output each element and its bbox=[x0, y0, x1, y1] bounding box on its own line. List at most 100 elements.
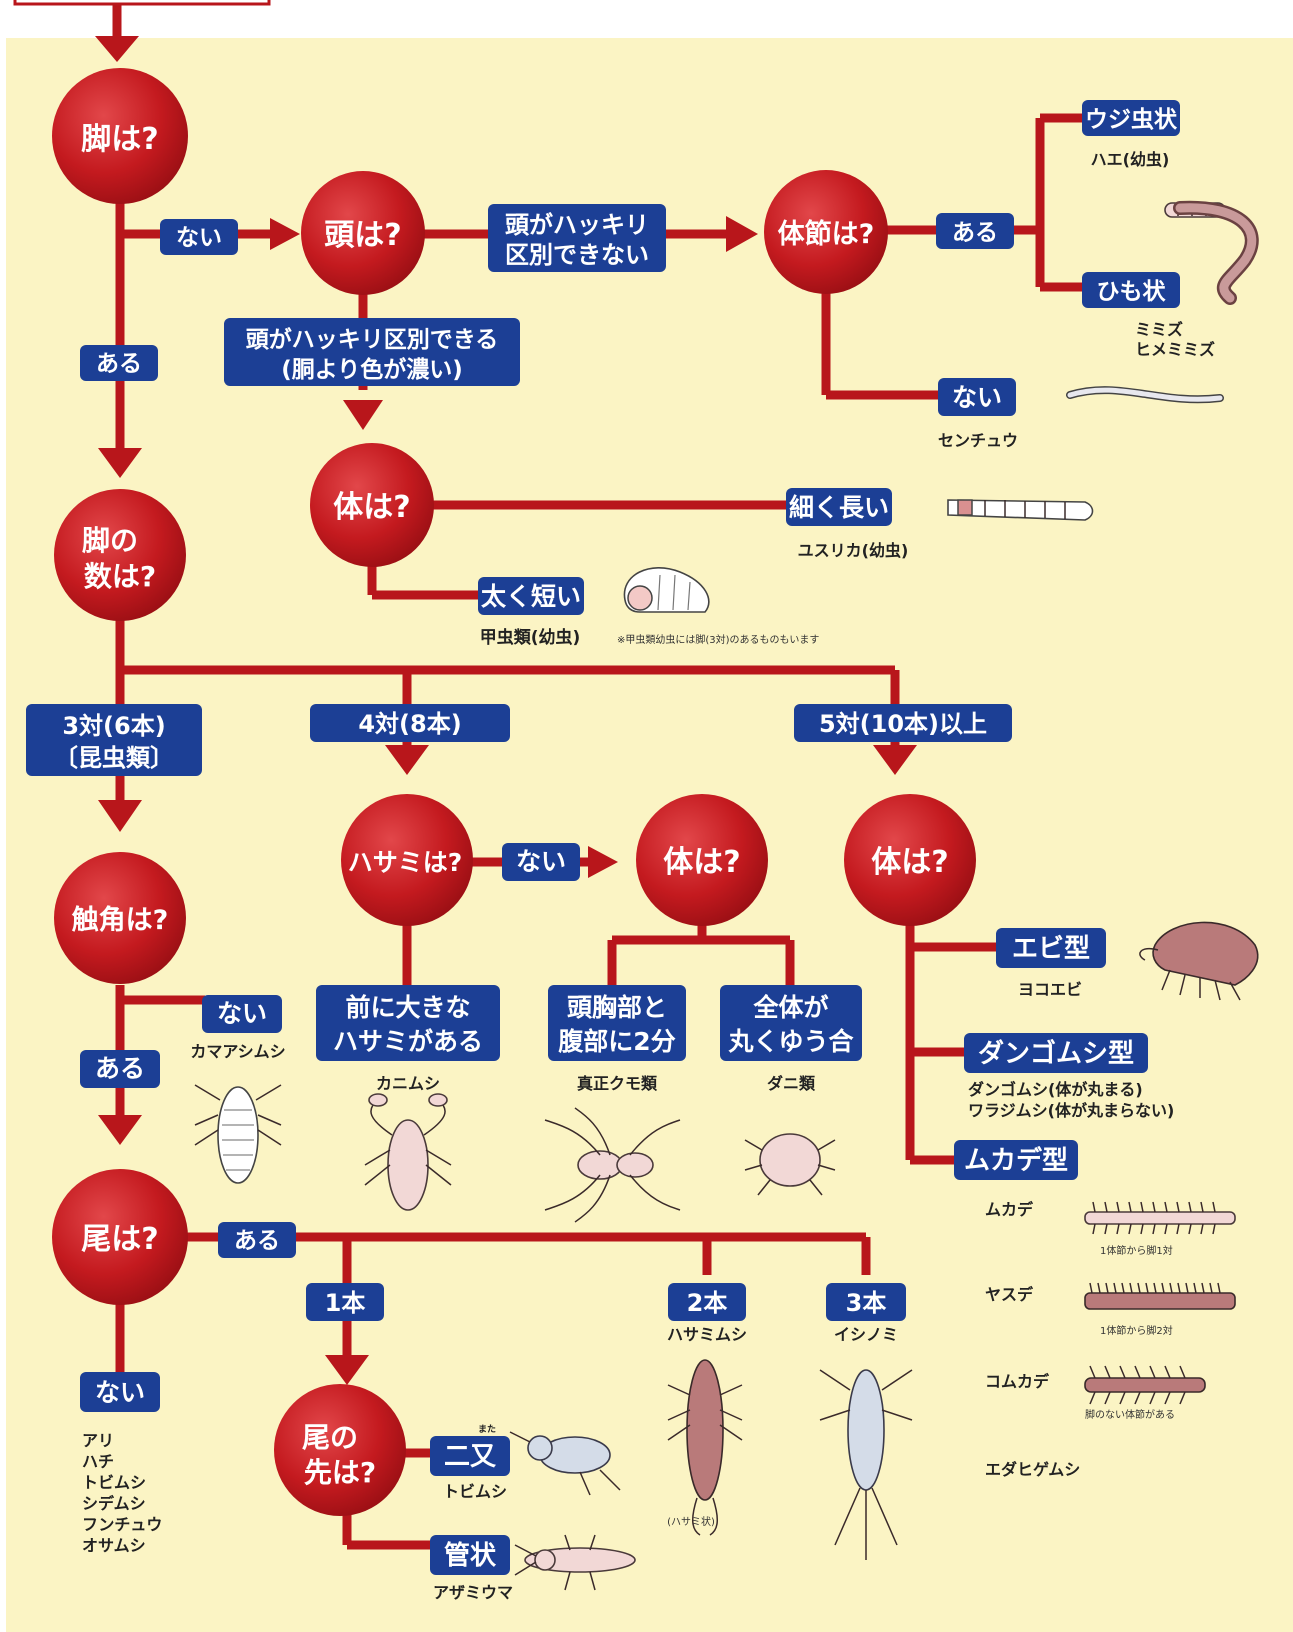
label-two-parts-text-1: 頭胸部と bbox=[567, 993, 667, 1022]
midge-larva-illustration bbox=[947, 499, 1094, 521]
label-legs-none-text: ない bbox=[176, 225, 222, 251]
symphylan-illustration bbox=[1084, 1365, 1206, 1405]
no-tail-item: フンチュウ bbox=[82, 1515, 162, 1534]
caption-pillbug-1: ダンゴムシ(体が丸まる) bbox=[968, 1080, 1143, 1099]
caption-mite: ダニ類 bbox=[767, 1074, 816, 1093]
illustrations bbox=[194, 200, 1259, 1591]
label-string-text: ひも状 bbox=[1097, 278, 1167, 305]
label-pillbug: ダンゴムシ型 bbox=[964, 1033, 1148, 1073]
node-body-b-text: 体は? bbox=[663, 845, 740, 880]
no-tail-item: アリ bbox=[82, 1431, 114, 1450]
label-legs-none: ない bbox=[160, 219, 238, 255]
label-pincer-none: ない bbox=[502, 843, 580, 881]
earwig-illustration bbox=[667, 1359, 743, 1536]
node-pincer: ハサミは? bbox=[341, 794, 473, 926]
bristletail-illustration bbox=[819, 1369, 913, 1560]
label-forked-text: 二又 bbox=[444, 1442, 497, 1472]
caption-pillbug-2: ワラジムシ(体が丸まらない) bbox=[968, 1101, 1174, 1120]
centipede-illustration bbox=[1084, 1201, 1236, 1235]
label-pairs3-text-2: 〔昆虫類〕 bbox=[54, 744, 174, 772]
caption-mukade-note: 1体節から脚1対 bbox=[1100, 1244, 1173, 1257]
label-tail1-text: 1本 bbox=[325, 1289, 366, 1317]
node-tail-text: 尾は? bbox=[81, 1222, 158, 1257]
earthworm-illustration bbox=[1173, 200, 1259, 305]
label-maggot-text: ウジ虫状 bbox=[1085, 106, 1178, 133]
node-tail: 尾は? bbox=[52, 1169, 188, 1305]
caption-beetle-note: ※甲虫類幼虫には脚(3対)のあるものもいます bbox=[617, 633, 819, 646]
label-seg-none: ない bbox=[938, 378, 1016, 416]
node-leg-count-text-2: 数は? bbox=[84, 560, 156, 593]
label-pincer-none-text: ない bbox=[516, 847, 566, 876]
caption-amphipod: ヨコエビ bbox=[1018, 980, 1082, 999]
label-seg-yes-text: ある bbox=[952, 220, 998, 246]
node-body-a: 体は? bbox=[310, 443, 434, 567]
label-pincer-yes-text-2: ハサミがある bbox=[333, 1027, 483, 1056]
beetle-larva-illustration bbox=[623, 567, 710, 613]
label-tail-yes-text: ある bbox=[234, 1228, 280, 1254]
caption-earthworm-2: ヒメミミズ bbox=[1135, 340, 1215, 359]
label-pairs5: 5対(10本)以上 bbox=[794, 704, 1012, 742]
caption-kanimusi: カニムシ bbox=[376, 1074, 440, 1093]
caption-mukade: ムカデ bbox=[985, 1200, 1034, 1219]
label-antenna-yes-text: ある bbox=[95, 1054, 145, 1083]
caption-earwig: ハサミムシ bbox=[667, 1325, 747, 1344]
label-tail-none-text: ない bbox=[95, 1378, 145, 1407]
label-head-unclear: 頭がハッキリ 区別できない bbox=[488, 204, 666, 272]
springtail-illustration bbox=[509, 1431, 621, 1496]
caption-earthworm-1: ミミズ bbox=[1135, 320, 1183, 339]
kanimusi-illustration bbox=[364, 1093, 452, 1211]
label-forked: 二又 また bbox=[430, 1424, 510, 1476]
no-tail-item: トビムシ bbox=[82, 1473, 146, 1492]
label-tail3: 3本 bbox=[826, 1283, 906, 1321]
arrow-heads bbox=[95, 36, 917, 1385]
label-head-unclear-text-2: 区別できない bbox=[505, 241, 649, 269]
label-tail3-text: 3本 bbox=[846, 1289, 887, 1317]
label-thick-short: 太く短い bbox=[478, 577, 584, 615]
label-thick-short-text: 太く短い bbox=[481, 582, 581, 611]
no-tail-list: アリ ハチ トビムシ シデムシ フンチュウ オサムシ bbox=[82, 1431, 162, 1555]
label-fused-text-2: 丸くゆう合 bbox=[727, 1027, 854, 1056]
label-boxes: ない ある 頭がハッキリ 区別できない 頭がハッキリ区別できる (胴より色が濃い… bbox=[26, 100, 1180, 1575]
label-two-parts: 頭胸部と 腹部に2分 bbox=[548, 985, 686, 1061]
label-maggot: ウジ虫状 bbox=[1082, 100, 1180, 136]
label-centipede: ムカデ型 bbox=[954, 1140, 1078, 1180]
label-tail2: 2本 bbox=[668, 1283, 746, 1321]
millipede-illustration bbox=[1084, 1282, 1236, 1310]
label-legs-yes-text: ある bbox=[96, 351, 142, 377]
caption-thrips: アザミウマ bbox=[433, 1583, 513, 1602]
caption-spider: 真正クモ類 bbox=[577, 1074, 658, 1093]
node-leg-count-text-1: 脚の bbox=[82, 524, 138, 557]
caption-bristletail: イシノミ bbox=[834, 1325, 898, 1344]
node-body-c-text: 体は? bbox=[871, 845, 948, 880]
caption-springtail: トビムシ bbox=[443, 1482, 507, 1501]
caption-nematode: センチュウ bbox=[938, 431, 1018, 450]
caption-beetle-larva: 甲虫類(幼虫) bbox=[480, 627, 581, 648]
node-head-text: 頭は? bbox=[324, 218, 401, 253]
node-legs-text: 脚は? bbox=[81, 122, 158, 157]
label-centipede-text: ムカデ型 bbox=[964, 1145, 1068, 1176]
entry-box bbox=[13, 0, 271, 6]
label-tail-none: ない bbox=[80, 1372, 160, 1412]
label-forked-ruby: また bbox=[478, 1424, 496, 1435]
caption-yasude: ヤスデ bbox=[985, 1285, 1034, 1304]
label-head-unclear-text-1: 頭がハッキリ bbox=[505, 211, 649, 239]
label-antenna-none: ない bbox=[202, 995, 282, 1033]
label-pincer-yes: 前に大きな ハサミがある bbox=[316, 985, 500, 1061]
question-nodes: 脚は? 頭は? 体節は? 体は? 脚の 数は? 触角は? ハサミは? bbox=[52, 68, 976, 1516]
label-legs-yes: ある bbox=[80, 345, 158, 381]
thrips-illustration bbox=[514, 1534, 636, 1591]
caption-edahige: エダヒゲムシ bbox=[985, 1460, 1080, 1479]
node-segments-text: 体節は? bbox=[778, 218, 875, 250]
label-antenna-none-text: ない bbox=[217, 999, 267, 1028]
label-head-clear-text-1: 頭がハッキリ区別できる bbox=[246, 326, 499, 353]
label-pairs5-text: 5対(10本)以上 bbox=[819, 710, 987, 738]
no-tail-item: シデムシ bbox=[82, 1494, 146, 1513]
node-legs: 脚は? bbox=[52, 68, 188, 204]
node-tail-tip-text-1: 尾の bbox=[302, 1421, 358, 1454]
label-tubular-text: 管状 bbox=[444, 1541, 497, 1571]
no-tail-item: オサムシ bbox=[82, 1536, 146, 1555]
label-shrimp-text: エビ型 bbox=[1012, 934, 1090, 964]
label-head-clear: 頭がハッキリ区別できる (胴より色が濃い) bbox=[224, 318, 520, 386]
node-leg-count: 脚の 数は? bbox=[54, 489, 186, 621]
